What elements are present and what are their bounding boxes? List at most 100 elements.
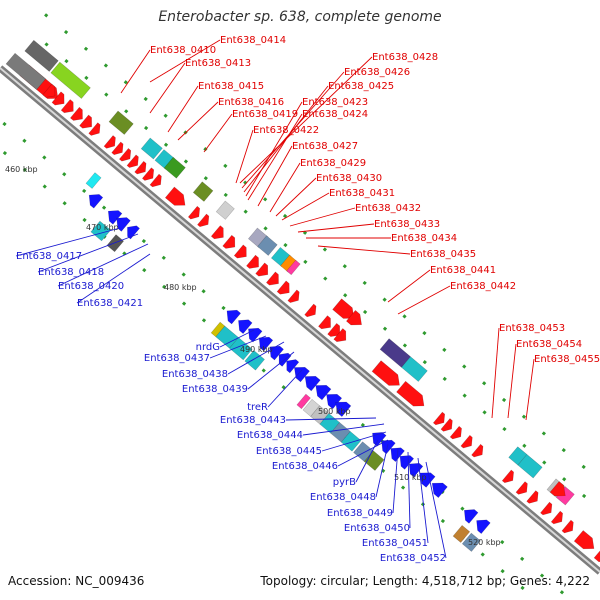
leader-line <box>397 285 451 315</box>
leader-line <box>149 39 221 83</box>
gene-label: Ent638_0449 <box>327 508 393 519</box>
accession-text: Accession: NC_009436 <box>8 574 145 588</box>
forward-feature-box <box>215 200 235 220</box>
leader-line <box>507 343 517 419</box>
forward-gene <box>287 289 300 303</box>
leader-line <box>417 457 429 544</box>
forward-gene <box>561 519 574 534</box>
gene-label: Ent638_0455 <box>534 354 600 365</box>
reverse-gene <box>335 401 352 417</box>
leader-line <box>321 431 387 452</box>
tick-label: 510 kbp <box>394 473 427 482</box>
gene-label: Ent638_0415 <box>198 81 264 92</box>
leader-line <box>239 56 373 184</box>
leader-line <box>203 113 233 153</box>
gene-label: Ent638_0433 <box>374 219 440 230</box>
reverse-feature-box <box>296 393 311 410</box>
reverse-feature-box <box>363 450 385 471</box>
genome-summary-text: Topology: circular; Length: 4,518,712 bp… <box>260 574 590 588</box>
forward-gene <box>440 418 453 432</box>
gc-guide-line <box>44 13 600 483</box>
reverse-gene <box>226 309 241 325</box>
gene-label: Ent638_0448 <box>310 492 376 503</box>
reverse-gene <box>419 472 436 488</box>
leader-line <box>209 335 267 359</box>
forward-gene <box>141 167 155 181</box>
leader-line <box>267 369 303 408</box>
leader-line <box>491 327 500 419</box>
leader-line <box>392 447 399 514</box>
reverse-feature-box <box>229 337 253 361</box>
forward-gene <box>371 360 400 386</box>
gene-label: Ent638_0423 <box>302 97 368 108</box>
reverse-gene <box>315 385 332 401</box>
gene-label: Ent638_0442 <box>450 281 516 292</box>
forward-gene <box>573 530 595 550</box>
gene-label: Ent638_0453 <box>499 323 565 334</box>
forward-gene <box>149 173 162 188</box>
tick-label: 520 kbp <box>468 538 501 547</box>
forward-gene <box>51 91 65 106</box>
leader-line <box>275 177 317 217</box>
tick-label: 490 kbp <box>240 345 273 354</box>
gene-label: Ent638_0435 <box>410 249 476 260</box>
tick-label: 460 kbp <box>5 165 38 174</box>
forward-feature-box <box>192 181 214 202</box>
forward-gene <box>103 135 116 149</box>
gene-label: Ent638_0437 <box>144 353 210 364</box>
forward-feature-box <box>163 156 186 179</box>
leader-line <box>120 49 151 94</box>
reverse-feature-box <box>340 431 362 452</box>
leader-line <box>269 162 301 213</box>
leader-line <box>297 223 375 233</box>
leader-line <box>285 417 377 421</box>
gene-label: Ent638_0454 <box>516 339 582 350</box>
reverse-feature-box <box>461 532 481 552</box>
forward-gene <box>126 154 139 168</box>
gene-layer <box>5 39 600 563</box>
leader-line <box>317 245 411 255</box>
gene-label: Ent638_0416 <box>218 97 284 108</box>
gene-label: Ent638_0431 <box>329 188 395 199</box>
forward-feature-box <box>401 356 428 382</box>
reverse-feature-box <box>302 398 321 417</box>
forward-gene <box>233 244 247 259</box>
gene-label: nrdG <box>196 342 220 353</box>
leader-line <box>355 439 379 483</box>
gene-label: Ent638_0428 <box>372 52 438 63</box>
reverse-feature-box <box>210 321 226 338</box>
gene-label: Ent638_0432 <box>355 203 421 214</box>
tick-label: 480 kbp <box>164 283 197 292</box>
reverse-feature-box <box>85 172 102 189</box>
leader-line <box>337 439 389 467</box>
gene-label: Ent638_0417 <box>16 251 82 262</box>
gene-label: Ent638_0418 <box>38 267 104 278</box>
reverse-gene <box>88 194 104 209</box>
forward-gene <box>346 310 362 326</box>
leader-line <box>375 443 389 498</box>
tick-label: 470 kbp <box>86 223 119 232</box>
forward-gene <box>460 434 473 449</box>
leader-line <box>76 253 151 304</box>
leader-line <box>247 351 295 390</box>
forward-gene <box>222 234 236 249</box>
forward-gene <box>449 425 462 440</box>
forward-feature-box <box>108 110 134 135</box>
leader-line <box>57 243 149 287</box>
forward-feature-box <box>517 454 543 479</box>
gene-label: Ent638_0419 <box>232 109 298 120</box>
forward-feature-box <box>379 338 411 368</box>
reverse-gene <box>248 327 263 343</box>
gene-label: Ent638_0426 <box>344 67 410 78</box>
reverse-gene <box>294 367 310 383</box>
gene-label: Ent638_0430 <box>316 173 382 184</box>
gene-label: Ent638_0421 <box>77 298 143 309</box>
leader-line <box>227 341 285 375</box>
leader-line <box>177 101 219 141</box>
forward-gene <box>255 262 269 277</box>
forward-gene <box>396 380 425 407</box>
gene-label: Ent638_0414 <box>220 35 286 46</box>
forward-gene <box>432 411 446 426</box>
reverse-gene <box>399 455 415 470</box>
